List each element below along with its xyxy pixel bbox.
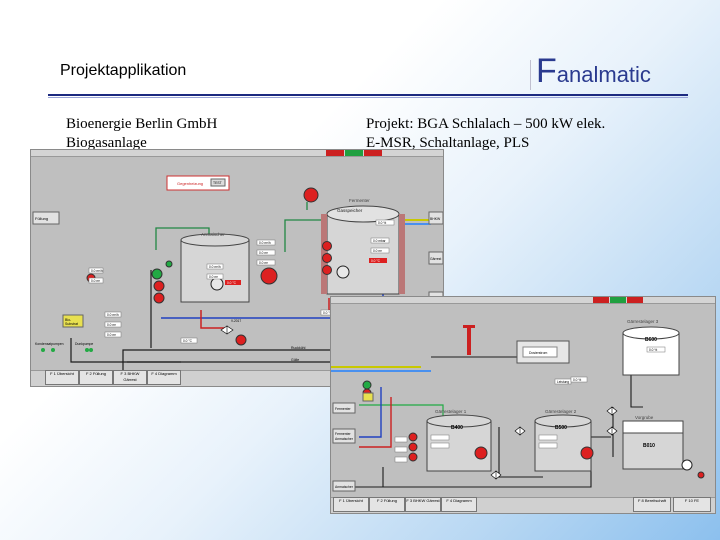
screen2-f2-button[interactable]: F 2 Füllung [369, 497, 405, 512]
screen2-f8-button[interactable]: F 8 Bereitschaft [633, 497, 671, 512]
svg-text:Substrat: Substrat [65, 322, 78, 326]
svg-text:0.0 %: 0.0 % [649, 348, 657, 352]
project-name: Projekt: BGA Schlalach – 500 kW elek. [366, 116, 606, 132]
svg-text:0.0 m³/h: 0.0 m³/h [259, 241, 271, 245]
svg-text:0.0 m³: 0.0 m³ [107, 323, 116, 327]
svg-text:Dosierstrom: Dosierstrom [529, 351, 547, 355]
svg-text:Fermenter: Fermenter [335, 432, 352, 436]
svg-text:0.0 °C: 0.0 °C [323, 311, 333, 315]
svg-text:0.0 °C: 0.0 °C [183, 339, 193, 343]
scada-screen-gaerrestelager: Dosierstrom Gärrestelager 1 Gärrestelage… [330, 296, 716, 514]
svg-text:Gärrestelager 1: Gärrestelager 1 [435, 409, 467, 414]
svg-text:0.0 m³: 0.0 m³ [91, 279, 100, 283]
svg-text:Gülle: Gülle [291, 358, 299, 362]
title-rule [48, 94, 688, 96]
svg-text:Dunkpumpe: Dunkpumpe [75, 342, 93, 346]
title-rule-thin [48, 97, 688, 98]
svg-text:Bio-: Bio- [65, 318, 72, 322]
alarm-indicator-1 [326, 150, 344, 156]
svg-text:B500: B500 [555, 425, 567, 431]
screen2-function-bar: F 1 Übersicht F 2 Füllung F 3 BHKW Gärre… [331, 497, 715, 513]
screen1-titlebar [31, 150, 443, 157]
screen2-titlebar [331, 297, 715, 304]
screen2-f3-button[interactable]: F 3 BHKW Gärrest [405, 497, 441, 512]
svg-text:0.0 %: 0.0 % [378, 221, 386, 225]
screen1-f2-button[interactable]: F 2 Füllung [79, 370, 113, 385]
alarm-indicator-b [610, 297, 626, 303]
svg-text:Anmaischer: Anmaischer [201, 232, 225, 237]
svg-text:Anmaischer: Anmaischer [335, 437, 354, 441]
svg-text:0.0 °C: 0.0 °C [227, 281, 237, 285]
project-info: Projekt: BGA Schlalach – 500 kW elek. E-… [366, 115, 605, 153]
svg-text:Gärrestelager 2: Gärrestelager 2 [545, 409, 577, 414]
svg-text:B600: B600 [645, 337, 657, 343]
screen2-process-diagram: Dosierstrom Gärrestelager 1 Gärrestelage… [331, 297, 705, 492]
svg-text:B400: B400 [451, 425, 463, 431]
svg-text:Fermenter: Fermenter [335, 407, 352, 411]
screen1-f1-button[interactable]: F 1 Übersicht [45, 370, 79, 385]
logo-rest: analmatic [556, 62, 651, 87]
svg-text:0.0 m³/h: 0.0 m³/h [209, 265, 221, 269]
logo-initial: F [536, 52, 557, 90]
alarm-indicator-a [593, 297, 609, 303]
svg-text:0.0 m³/h: 0.0 m³/h [107, 313, 119, 317]
svg-text:Kondensatpumpen: Kondensatpumpen [35, 342, 64, 346]
svg-text:0.0 m³: 0.0 m³ [209, 275, 218, 279]
alarm-indicator-c [627, 297, 643, 303]
svg-text:Vorgrube: Vorgrube [635, 415, 654, 420]
screen1-f4-button[interactable]: F 4 Diagramm [147, 370, 181, 385]
svg-text:Leistung: Leistung [557, 380, 569, 384]
svg-text:0.0 mbar: 0.0 mbar [373, 239, 387, 243]
svg-text:Füllung: Füllung [35, 216, 48, 221]
project-scope: E-MSR, Schaltanlage, PLS [366, 135, 530, 151]
svg-text:0.0 m³/h: 0.0 m³/h [91, 269, 103, 273]
svg-text:0.0 m³: 0.0 m³ [373, 249, 382, 253]
company-info: Bioenergie Berlin GmbH Biogasanlage [66, 115, 217, 153]
svg-text:V-2017: V-2017 [231, 319, 241, 323]
screen1-f3-button[interactable]: F 3 BHKW Gärrest [113, 370, 147, 385]
svg-text:0.0 m³: 0.0 m³ [107, 333, 116, 337]
vertical-rule [530, 60, 531, 90]
svg-text:BHKW: BHKW [430, 217, 441, 221]
svg-text:TEST: TEST [213, 181, 222, 185]
svg-text:Gegenheizung: Gegenheizung [177, 181, 203, 186]
svg-text:Gärrestelager 3: Gärrestelager 3 [627, 319, 659, 324]
company-name: Bioenergie Berlin GmbH [66, 116, 218, 132]
screen2-f4-button[interactable]: F 4 Diagramm [441, 497, 477, 512]
plant-type: Biogasanlage [66, 135, 147, 151]
fanalmatic-logo: Fanalmatic [536, 52, 651, 91]
svg-text:0.0 °C: 0.0 °C [371, 259, 381, 263]
svg-text:Gärrest: Gärrest [430, 257, 441, 261]
svg-text:0.0 %: 0.0 % [573, 378, 581, 382]
screen2-f10-button[interactable]: F 10 FE [673, 497, 711, 512]
slide-title: Projektapplikation [60, 62, 187, 79]
svg-text:Anmaischer: Anmaischer [335, 485, 354, 489]
svg-text:B010: B010 [643, 443, 655, 449]
svg-text:Fermenter: Fermenter [349, 198, 370, 203]
screen2-f1-button[interactable]: F 1 Übersicht [333, 497, 369, 512]
alarm-indicator-2 [345, 150, 363, 156]
svg-text:0.0 m³: 0.0 m³ [259, 261, 268, 265]
svg-text:Ruckkühl: Ruckkühl [291, 346, 306, 350]
svg-text:0.0 m³: 0.0 m³ [259, 251, 268, 255]
alarm-indicator-3 [364, 150, 382, 156]
svg-text:Gasspeicher: Gasspeicher [337, 208, 363, 213]
